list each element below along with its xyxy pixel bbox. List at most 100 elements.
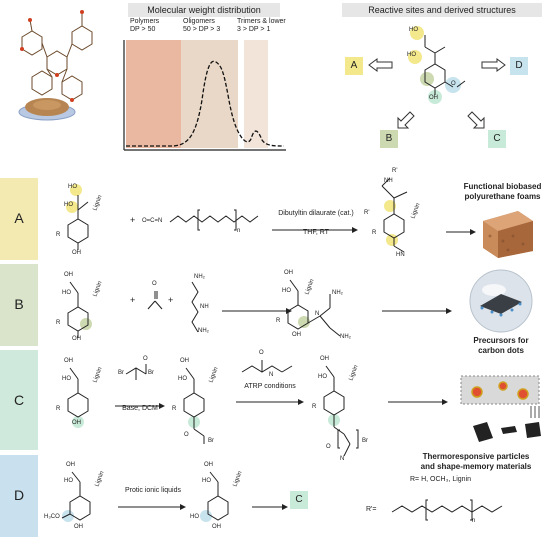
row-b-oh: OH	[72, 336, 81, 342]
row-b-prod-r: R	[276, 318, 281, 324]
row-band-b: B	[0, 264, 38, 346]
site-o-methoxy: O	[451, 81, 456, 87]
row-b-caption: Precursors for carbon dots	[460, 336, 542, 356]
row-c-intermediate: OH HO Lignin R O Br	[164, 354, 234, 449]
row-c-conditions-2: ATRP conditions	[244, 383, 296, 390]
row-c-caption: Thermoresponsive particles and shape-mem…	[406, 452, 546, 472]
row-c-bromide-reagent: Br Br O	[118, 356, 158, 388]
row-c-acryl-o: O	[259, 350, 264, 356]
site-oh-bottom: OH	[429, 95, 438, 101]
carbon-dot-sphere-image	[468, 268, 534, 334]
legend-r-prime-label: R'=	[366, 506, 377, 513]
row-b-prod-n: N	[315, 311, 320, 317]
row-c-int-r: R	[172, 406, 177, 412]
row-a-prod-rp-2: R'	[364, 210, 370, 216]
lignin-structure-image	[2, 2, 107, 122]
row-a-isocyanate-group: O=C=N	[142, 218, 163, 224]
site-box-a: A	[345, 57, 363, 75]
row-d-arrow	[118, 497, 186, 515]
row-c-o: O	[143, 356, 148, 362]
row-d-prod-oh-top: OH	[204, 462, 213, 468]
row-b-to-product-arrow	[382, 301, 452, 319]
site-ho-top: HO	[409, 27, 418, 33]
oligomers-label: Oligomers 50 > DP > 3	[183, 18, 238, 34]
polymers-name: Polymers	[130, 18, 160, 25]
row-letter-c: C	[13, 392, 25, 408]
row-d-prod-ho: HO	[202, 478, 211, 484]
row-b-diamine: NH₂ NH NH₂	[180, 270, 220, 340]
row-letter-d: D	[13, 487, 25, 503]
reactive-sites-title: Reactive sites and derived structures	[342, 3, 542, 17]
row-b-formaldehyde-o: O	[152, 281, 157, 287]
row-c-br-1: Br	[118, 370, 124, 376]
row-b-nh2-1: NH₂	[194, 274, 205, 280]
legend-subscript-n: n	[472, 518, 476, 524]
row-a-r: R	[56, 232, 61, 238]
row-c-int-o: O	[184, 432, 189, 438]
row-d-reactant: OH HO Lignin H₃CO OH	[44, 460, 116, 535]
row-a-caption-line1: Functional biobased	[463, 182, 542, 191]
row-d-ho: HO	[64, 478, 73, 484]
row-a-arrow	[272, 220, 358, 233]
trimers-band	[244, 40, 268, 148]
row-c-reactant: OH HO Lignin R OH	[48, 354, 113, 434]
arrow-to-d-icon	[480, 58, 506, 77]
row-a-plus: +	[130, 215, 136, 225]
row-b-oh-top: OH	[64, 272, 73, 278]
site-box-c: C	[488, 130, 506, 148]
row-c-oh: OH	[72, 420, 81, 426]
row-d-h3co: H₃CO	[44, 514, 60, 520]
row-c-poly-r: R	[312, 404, 317, 410]
row-b-nh2-2: NH₂	[198, 328, 209, 334]
row-a-product: R' NH R' Lignin R HN	[362, 168, 440, 262]
row-c-ho: HO	[62, 376, 71, 382]
site-box-d: D	[510, 57, 528, 75]
arrow-to-a-icon	[368, 58, 394, 77]
row-a-oh: OH	[72, 250, 81, 256]
row-b-product: OH HO Lignin NH₂ N R OH NH₂	[268, 266, 368, 346]
row-a-caption-line2: polyurethane foams	[464, 192, 541, 201]
row-d-result-box: C	[290, 491, 308, 509]
row-d-prod-ho2: HO	[190, 514, 199, 520]
row-b-prod-oh: OH	[284, 270, 293, 276]
row-d-to-c-arrow	[252, 497, 288, 515]
trimers-dp: 3 > DP > 1	[237, 26, 271, 33]
arrow-to-c-icon	[466, 110, 486, 135]
row-b-r: R	[56, 320, 61, 326]
site-ho-mid: HO	[407, 52, 416, 58]
row-b-reactant: OH HO Lignin R OH	[48, 268, 118, 346]
row-band-d: D	[0, 455, 38, 537]
mw-distribution-plot	[118, 40, 290, 155]
row-a-ho-2: HO	[64, 202, 73, 208]
row-a-conditions: THF, RT	[303, 229, 329, 236]
row-b-plus-1: +	[130, 295, 136, 305]
thermoresponsive-particles-image	[455, 366, 545, 466]
row-letter-a: A	[14, 210, 24, 226]
row-b-prod-oh2: OH	[292, 332, 301, 338]
site-box-b: B	[380, 130, 398, 148]
row-b-formaldehyde: O	[140, 281, 170, 315]
row-a-caption: Functional biobased polyurethane foams	[455, 182, 550, 202]
row-c-r: R	[56, 406, 61, 412]
legend-r-prime: R'= n	[366, 496, 546, 526]
oligomers-band	[181, 40, 238, 148]
row-a-to-product-arrow	[446, 222, 476, 240]
reactive-sites-structure: HO HO OH O	[395, 15, 480, 110]
row-d-product: OH HO Lignin HO OH	[184, 460, 254, 535]
row-band-c: C	[0, 350, 38, 450]
row-b-nh: NH	[200, 304, 209, 310]
row-a-prod-rp-1: R'	[392, 168, 398, 174]
row-c-poly-o: O	[326, 444, 331, 450]
polymers-dp: DP > 50	[130, 26, 156, 33]
row-c-polymer: OH HO Lignin R Br O N	[304, 352, 384, 467]
row-c-int-oh-top: OH	[180, 358, 189, 364]
polyurethane-foam-image	[478, 206, 538, 261]
row-c-caption-line2: and shape-memory materials	[420, 462, 532, 471]
row-d-conditions: Protic ionic liquids	[124, 487, 182, 494]
row-d-oh-top: OH	[66, 462, 75, 468]
row-c-to-product-arrow	[388, 392, 448, 410]
row-b-caption-line1: Precursors for	[473, 336, 529, 345]
row-b-caption-line2: carbon dots	[478, 346, 524, 355]
polymers-label: Polymers DP > 50	[130, 18, 180, 34]
row-d-oh: OH	[74, 524, 83, 530]
